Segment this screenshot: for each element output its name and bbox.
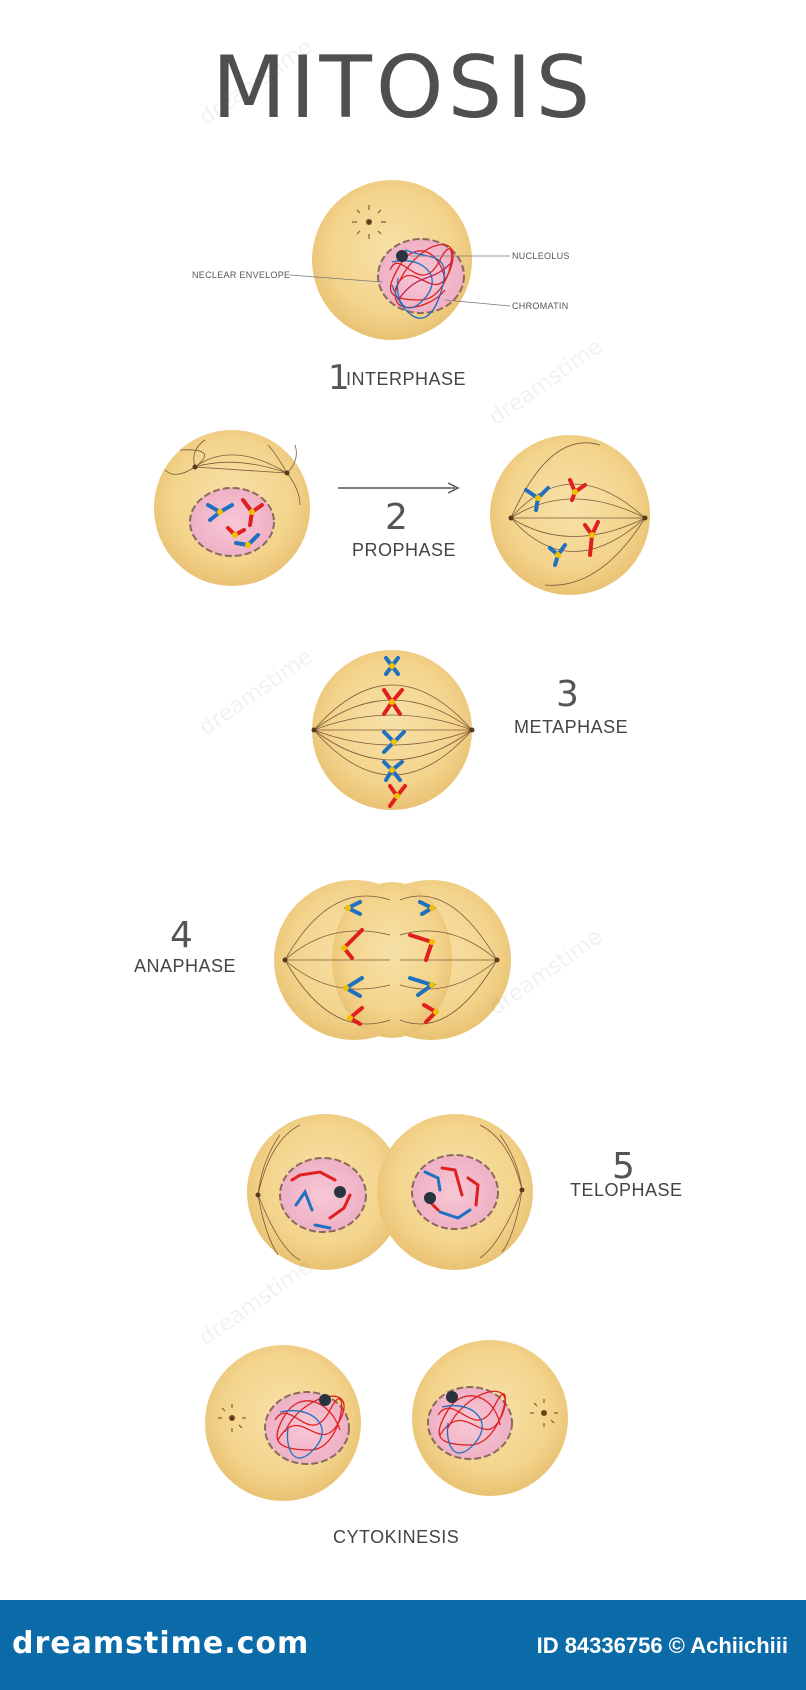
anaphase-cell (274, 880, 511, 1040)
prophase-label: PROPHASE (352, 540, 457, 560)
metaphase-label: METAPHASE (514, 717, 629, 737)
anaphase-number: 4 (170, 915, 193, 956)
prophase-number: 2 (385, 497, 408, 538)
telophase-number: 5 (612, 1146, 635, 1187)
metaphase-cell (311, 650, 475, 810)
anaphase-label: ANAPHASE (134, 956, 237, 976)
footer-bar: dreamstime.com ID 84336756 © Achiichiii (0, 1600, 806, 1690)
chromatin-label: CHROMATIN (512, 301, 569, 311)
interphase-number: 1 (328, 358, 350, 398)
prophase-cell-early (154, 430, 310, 586)
nucleolus-label: NUCLEOLUS (512, 251, 570, 261)
prophase-cell-late (490, 435, 650, 595)
interphase-label: INTERPHASE (346, 369, 467, 389)
prophase-arrow (338, 482, 460, 494)
nuclear-envelope-label: NECLEAR ENVELOPE (192, 270, 291, 280)
diagram-graphics (154, 180, 650, 1501)
dreamstime-logo: dreamstime.com (12, 1626, 310, 1661)
centrosome (352, 205, 386, 239)
nucleolus (396, 250, 408, 262)
chromatin (389, 243, 454, 319)
metaphase-number: 3 (556, 674, 579, 715)
telophase-cell (247, 1114, 533, 1270)
image-credit: ID 84336756 © Achiichiii (536, 1633, 788, 1658)
telophase-label: TELOPHASE (570, 1180, 683, 1200)
cytokinesis-cells (205, 1340, 568, 1501)
page-title: MITOSIS (211, 38, 595, 138)
interphase-cell (289, 180, 511, 340)
cytokinesis-label: CYTOKINESIS (333, 1527, 460, 1547)
